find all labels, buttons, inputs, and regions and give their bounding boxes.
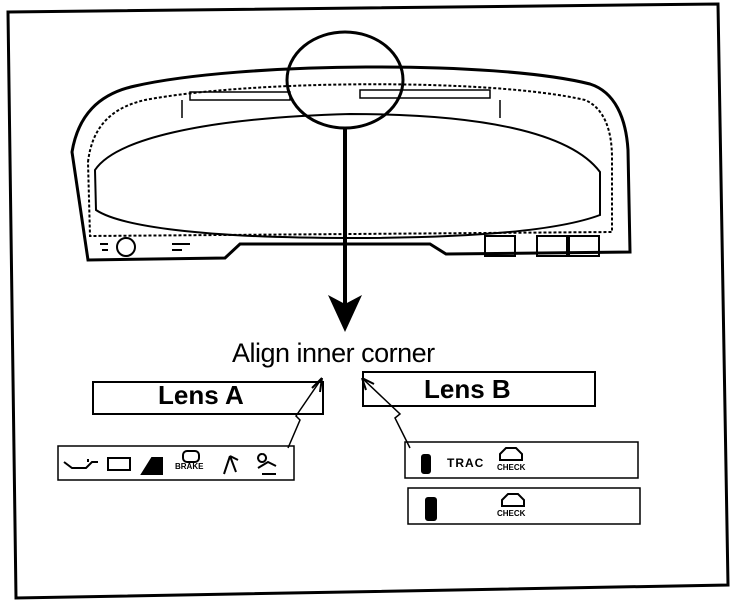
- check-label-1: CHECK: [497, 463, 526, 472]
- check-engine-icon: [501, 493, 525, 507]
- lens-a-label: Lens A: [158, 380, 244, 410]
- slip-indicator-icon: [425, 497, 437, 521]
- lens-a-leader: [287, 377, 323, 449]
- oil-can-icon: [63, 459, 98, 469]
- lens-a-box: [92, 381, 324, 415]
- seatbelt-icon: [223, 455, 239, 475]
- lens-a-leader-arrow: [311, 377, 323, 393]
- brake-icon: [182, 450, 200, 463]
- lens-b-strip-1: [404, 441, 639, 479]
- lens-b-leader-arrow: [361, 377, 375, 391]
- check-label-2: CHECK: [497, 509, 526, 518]
- battery-icon: [107, 457, 131, 471]
- lens-b-leader: [361, 377, 411, 449]
- lens-b-strip-2-icons: [425, 493, 525, 521]
- check-engine-icon: [499, 447, 523, 461]
- trac-label: TRAC: [447, 456, 485, 470]
- brake-label: BRAKE: [175, 462, 204, 471]
- lens-b-strip-1-icons: [421, 447, 523, 474]
- slip-indicator-icon: [421, 454, 431, 474]
- lens-a-strip: [57, 445, 295, 481]
- lens-b-strip-2: [407, 487, 641, 525]
- airbag-icon: [257, 453, 277, 475]
- lens-b-label: Lens B: [424, 374, 511, 404]
- door-ajar-icon: [140, 457, 163, 475]
- diagram-title: Align inner corner: [232, 338, 435, 368]
- instrument-cluster: [70, 65, 632, 262]
- lens-a-strip-icons: [63, 450, 277, 475]
- page-frame: [6, 2, 730, 600]
- callout-arrowhead: [328, 295, 362, 332]
- lens-b-box: [362, 371, 596, 407]
